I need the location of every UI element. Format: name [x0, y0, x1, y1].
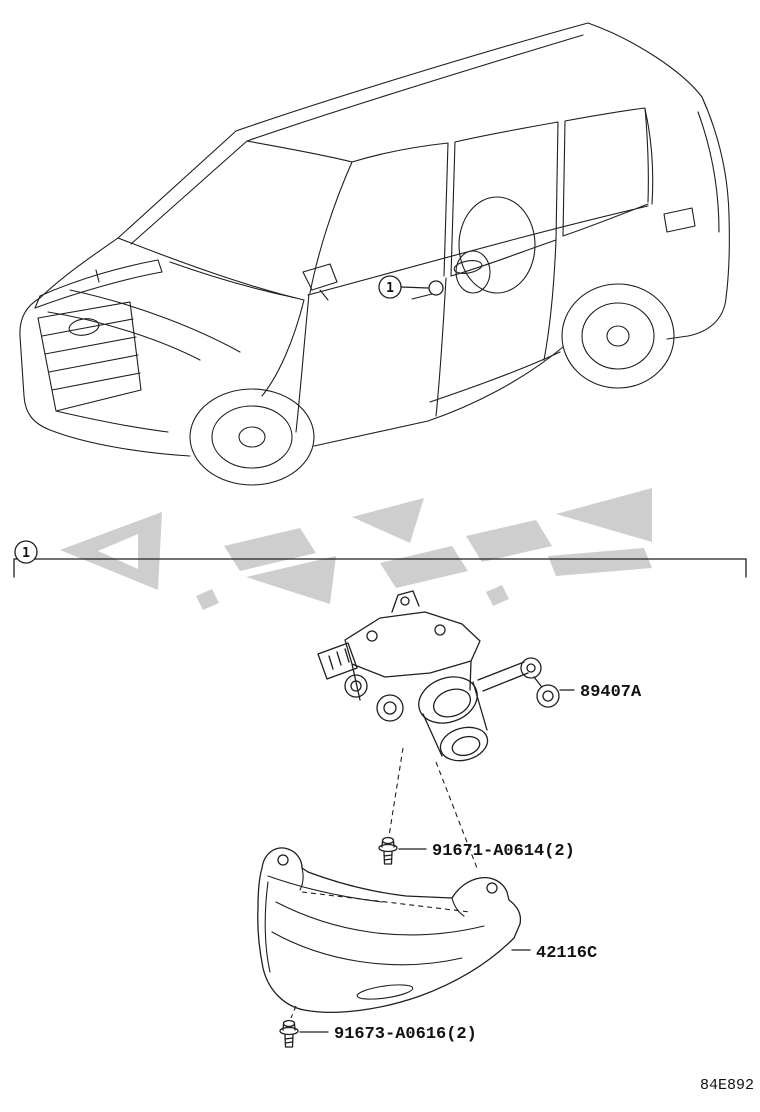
- sensor-grommet-inner: [383, 701, 397, 715]
- vehicle-front-details: [34, 259, 241, 433]
- front-wheel-tire: [189, 388, 315, 486]
- sensor-grommet-outer: [376, 694, 404, 722]
- sensor-grommet-inner: [350, 680, 362, 692]
- sensor-drawing: [317, 590, 560, 762]
- bracket-mount-hole: [486, 882, 498, 894]
- bracket-slot: [356, 984, 414, 1000]
- front-wheel-rim: [211, 405, 293, 469]
- bolt-shaft: [381, 840, 395, 865]
- watermark: [60, 488, 652, 610]
- group-callout-number: 1: [22, 546, 30, 561]
- sensor-body-inner: [432, 688, 472, 718]
- part-label-bracket: 42116C: [536, 944, 597, 963]
- rear-wheel-hub: [606, 325, 630, 347]
- vehicle-body-outline: [19, 22, 730, 457]
- watermark-shape: [556, 488, 652, 542]
- sensor-bolt-hole: [366, 630, 378, 642]
- sliding-door-handle: [453, 260, 483, 274]
- vehicle-drawing: [19, 22, 730, 486]
- bolt-lower-icon: [279, 1019, 299, 1048]
- group-bracket-line: [13, 558, 747, 578]
- sensor-body-links: [422, 681, 488, 757]
- sensor-bracket-plate: [317, 590, 481, 701]
- watermark-shape: [224, 528, 316, 571]
- location-marker-circle: [428, 280, 444, 296]
- watermark-dot: [196, 589, 219, 610]
- vehicle-windows: [169, 107, 649, 433]
- group-section: 1: [13, 540, 747, 578]
- sensor-tab-hole: [400, 596, 410, 606]
- bolt-upper-icon: [378, 836, 398, 865]
- rear-wheel-tire: [561, 283, 675, 389]
- bolt-flange: [279, 1026, 299, 1036]
- page-code: 84E892: [700, 1077, 754, 1094]
- sensor-bolt-hole: [434, 624, 446, 636]
- assembly-dashed-lines: [290, 747, 478, 1019]
- sensor-lever-arm: [477, 661, 542, 692]
- sensor-cylinder-outer: [439, 726, 489, 762]
- bracket-mount-hole: [277, 854, 289, 866]
- watermark-shape: [466, 520, 552, 562]
- part-label-bolt-lower: 91673-A0616(2): [334, 1025, 477, 1044]
- bolt-flange: [378, 843, 398, 853]
- front-wheel-hub: [238, 426, 266, 448]
- sensor-body-outer: [418, 676, 478, 724]
- callout-leader-line: [400, 286, 429, 289]
- door-contour-circle-small: [455, 250, 491, 294]
- watermark-shape: [246, 556, 336, 604]
- vehicle-door-details: [302, 207, 696, 301]
- watermark-shape: [352, 498, 424, 543]
- sensor-arm-joint-inner: [526, 663, 536, 673]
- sensor-cylinder-inner: [451, 735, 481, 757]
- door-contour-circle-large: [458, 196, 536, 294]
- watermark-shape: [380, 546, 468, 588]
- callout-1-number: 1: [386, 281, 394, 296]
- bolt-head: [282, 1019, 296, 1028]
- part-label-bolt-upper: 91671-A0614(2): [432, 842, 575, 861]
- bolt-head: [381, 836, 395, 845]
- sensor-grommet-outer: [344, 674, 368, 698]
- bracket-creases: [264, 867, 485, 973]
- callout-1-circle: [378, 275, 402, 299]
- bracket-outline: [257, 847, 522, 1013]
- sensor-arm-end-outer: [536, 684, 560, 708]
- sensor-arm-joint-outer: [520, 657, 542, 679]
- brand-emblem: [68, 318, 100, 336]
- sensor-arm-end-inner: [542, 690, 554, 702]
- bolt-shaft: [282, 1023, 296, 1048]
- vehicle-callout: 1: [378, 275, 444, 299]
- watermark-dot: [486, 585, 509, 606]
- watermark-notch: [98, 534, 138, 569]
- watermark-shape: [548, 548, 652, 576]
- bracket-drawing: [257, 847, 522, 1013]
- group-callout-circle: [14, 540, 38, 564]
- part-label-sensor: 89407A: [580, 683, 642, 702]
- rear-wheel-rim: [581, 302, 655, 370]
